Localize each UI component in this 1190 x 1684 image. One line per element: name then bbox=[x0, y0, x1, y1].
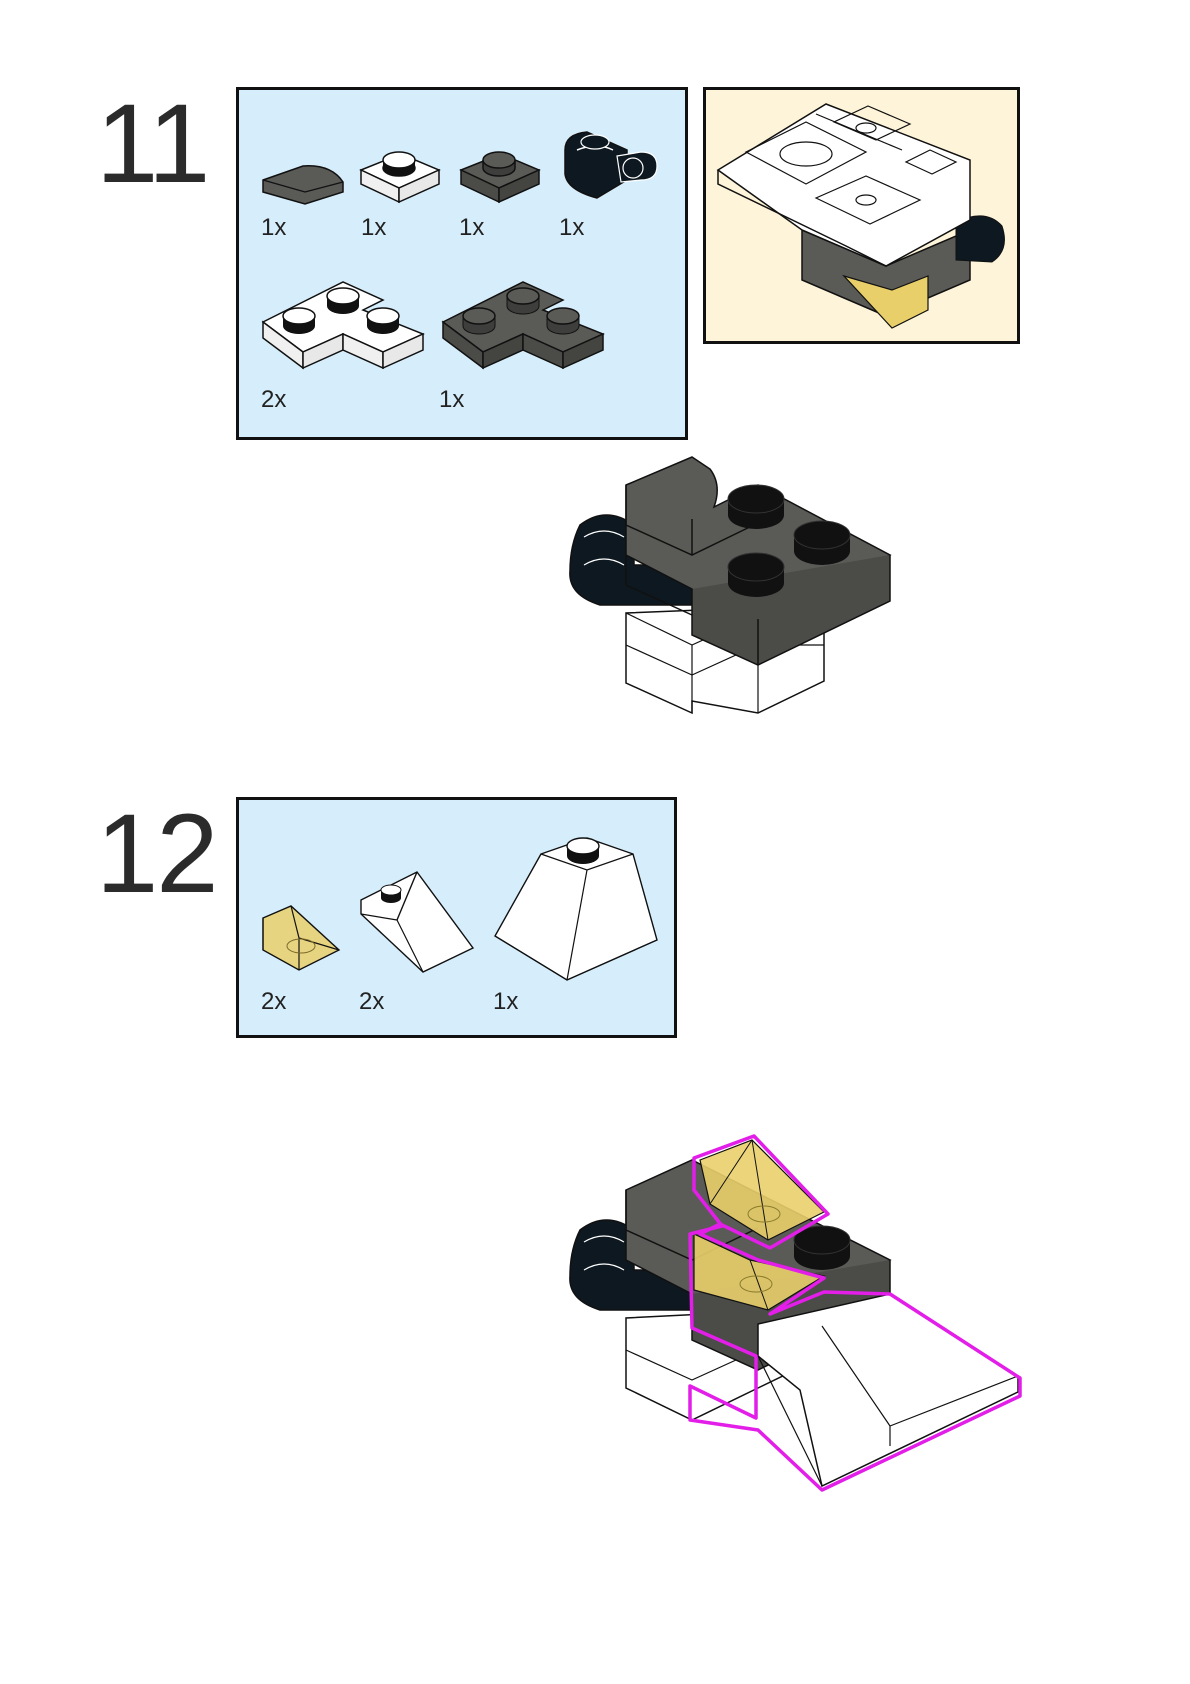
part-plate-1x1-dark-gray bbox=[459, 151, 541, 204]
model-preview-underside bbox=[716, 103, 1005, 329]
part-qty: 1x bbox=[493, 988, 519, 1015]
part-slope-white bbox=[360, 871, 475, 973]
part-tile-quarter-round bbox=[262, 165, 344, 205]
part-slope-trans-yellow bbox=[262, 905, 341, 971]
step-number: 12 bbox=[96, 791, 219, 916]
part-qty: 1x bbox=[439, 386, 465, 413]
part-qty: 2x bbox=[359, 988, 385, 1015]
part-qty: 2x bbox=[261, 386, 287, 413]
part-qty: 1x bbox=[361, 214, 387, 241]
rotated-preview-panel bbox=[703, 87, 1020, 344]
parts-list-panel: 1x 1x 1x 1x bbox=[236, 87, 688, 440]
part-qty: 1x bbox=[459, 214, 485, 241]
step-number: 11 bbox=[96, 81, 210, 206]
step-11-assembly bbox=[569, 456, 892, 715]
part-qty: 1x bbox=[261, 214, 287, 241]
part-plate-with-clip-black bbox=[564, 131, 658, 199]
part-qty: 1x bbox=[559, 214, 585, 241]
part-plate-1x1-white bbox=[359, 151, 441, 204]
part-plate-corner-white bbox=[261, 281, 425, 370]
part-plate-corner-dark-gray bbox=[441, 281, 605, 370]
parts-list-panel: 2x 2x 1x bbox=[236, 797, 677, 1038]
part-slope-corner-white bbox=[494, 837, 658, 981]
part-qty: 2x bbox=[261, 988, 287, 1015]
step-12-assembly bbox=[569, 1134, 1022, 1492]
